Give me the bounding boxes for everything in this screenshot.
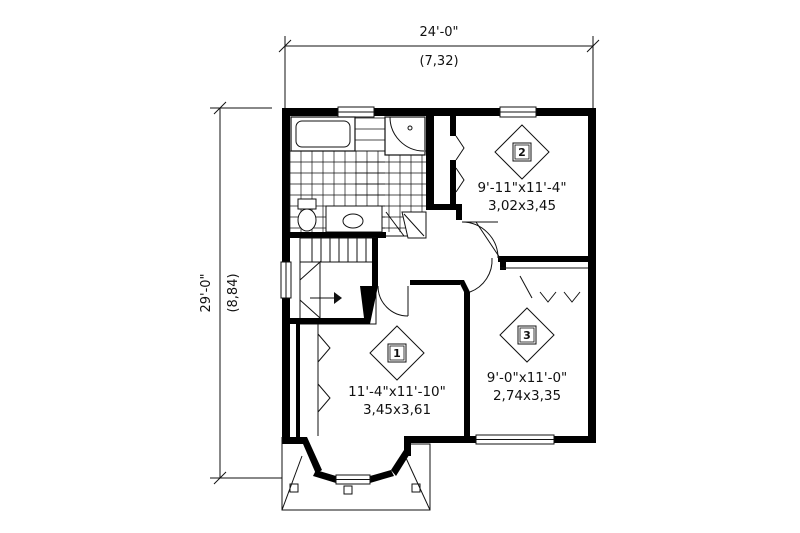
bathroom [289, 116, 456, 239]
room-2-tag-number: 2 [518, 146, 526, 159]
width-imperial-label: 24'-0" [419, 25, 458, 40]
room-1-tag-number: 1 [393, 347, 401, 360]
closet-1 [317, 324, 331, 436]
room-2-size-metric: 3,02x3,45 [488, 198, 556, 214]
toilet [297, 198, 317, 232]
closet-2 [432, 116, 465, 206]
windows [280, 106, 555, 485]
bedroom-2-walls [456, 204, 588, 270]
staircase [290, 237, 378, 325]
depth-imperial-label: 29'-0" [199, 273, 214, 312]
depth-dimension: 29'-0" (8,84) [199, 101, 282, 485]
room-3-size-imperial: 9'-0"x11'-0" [487, 370, 568, 386]
depth-metric-label: (8,84) [226, 273, 241, 312]
room-tag-2: 2 [494, 124, 550, 180]
room-3-tag-number: 3 [523, 329, 531, 342]
width-metric-label: (7,32) [419, 54, 458, 69]
room-tag-1: 1 [369, 325, 425, 381]
room-3-size-metric: 2,74x3,35 [493, 388, 561, 404]
width-dimension: 24'-0" (7,32) [278, 25, 600, 108]
room-2-size-imperial: 9'-11"x11'-4" [477, 180, 566, 196]
room-1-size-imperial: 11'-4"x11'-10" [348, 384, 446, 400]
shower [384, 116, 426, 156]
interior-walls [290, 257, 493, 437]
room-1-size-metric: 3,45x3,61 [363, 402, 431, 418]
room-tag-3: 3 [499, 307, 555, 363]
vanity-sink [325, 205, 383, 233]
closet-3 [500, 267, 588, 303]
bay-roof-outline [281, 437, 431, 511]
